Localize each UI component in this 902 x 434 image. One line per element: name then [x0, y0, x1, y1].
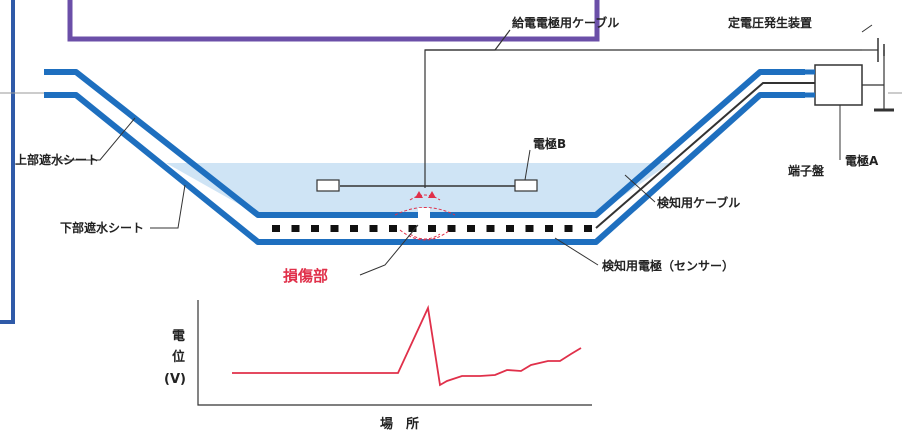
generator-leader: [861, 24, 873, 33]
sensor-electrode-dot: [564, 225, 573, 232]
sensor-electrode-dot: [350, 225, 358, 232]
damage-label: 損傷部: [283, 267, 328, 285]
sensor-electrode-dot: [467, 225, 475, 232]
electrode-b-label: 電極B: [533, 136, 566, 151]
voltage-generator-label: 定電圧発生装置: [728, 15, 812, 30]
sensor-electrode-dot: [584, 225, 592, 232]
feed-cable-label: 給電電極用ケーブル: [512, 15, 619, 30]
damage-hole: [418, 208, 430, 220]
sensor-electrode-dot: [311, 225, 319, 232]
water-area: [166, 163, 670, 215]
graph-ylabel-1: 電: [172, 329, 185, 344]
electrode-left: [316, 179, 340, 192]
purple-frame: [67, 0, 600, 42]
sensor-electrode-dot: [272, 225, 280, 232]
detection-electrode-label: 検知用電極（センサー）: [602, 258, 734, 273]
graph-xlabel: 場 所: [380, 416, 419, 432]
sensor-electrode-dot: [330, 225, 339, 232]
sensor-electrode-dot: [447, 225, 456, 232]
potential-graph: 電 位 (V) 場 所: [164, 300, 592, 432]
electrode-a-label: 電極A: [845, 153, 879, 168]
sensor-electrode-dot: [291, 225, 300, 232]
lower-sheet-line: [44, 92, 805, 245]
blue-side-frame: [0, 0, 15, 324]
detection-cable-label: 検知用ケーブル: [657, 195, 740, 210]
electrode-b: [514, 179, 538, 192]
sensor-electrode-dot: [428, 225, 436, 232]
graph-ylabel-3: (V): [164, 372, 186, 387]
sensor-electrode-dot: [506, 225, 514, 232]
terminal-board-label: 端子盤: [788, 163, 825, 178]
sensor-electrodes: [272, 225, 592, 232]
upper-sheet-label: 上部遮水シート: [15, 152, 99, 167]
potential-curve: [232, 304, 582, 387]
leak-current: [394, 191, 456, 241]
graph-axes: [197, 300, 592, 406]
sensor-electrode-dot: [389, 225, 397, 232]
lower-sheet-label: 下部遮水シート: [60, 220, 144, 235]
sensor-electrode-dot: [486, 225, 495, 232]
terminal-board: [814, 64, 863, 106]
detection-cable-line: [595, 82, 805, 229]
sensor-electrode-dot: [545, 225, 553, 232]
sensor-electrode-dot: [408, 225, 417, 232]
leader-lines: [60, 105, 841, 276]
sensor-electrode-dot: [369, 225, 378, 232]
sensor-electrode-dot: [525, 225, 534, 232]
graph-ylabel-2: 位: [172, 349, 185, 365]
